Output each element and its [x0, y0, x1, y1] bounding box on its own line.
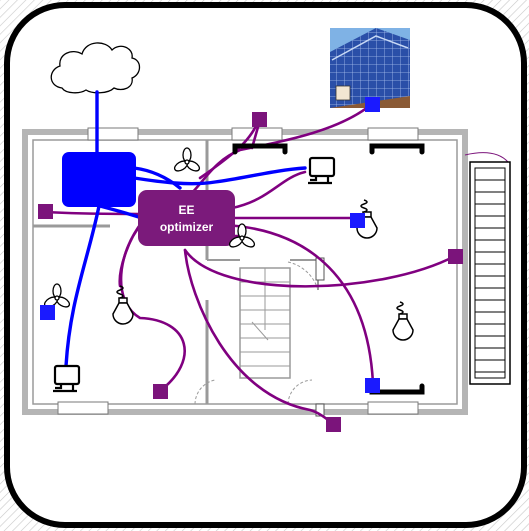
power-wiring: [43, 102, 457, 426]
power-node: [153, 384, 168, 399]
power-node: [252, 112, 267, 127]
optimizer-label-line2: optimizer: [160, 220, 214, 234]
cloud-icon: [50, 42, 141, 94]
network-hub-icon: [62, 152, 136, 207]
power-node: [326, 417, 341, 432]
radiator-icon: [369, 143, 425, 155]
optimizer-label-line1: EE: [178, 203, 194, 217]
network-node: [40, 305, 55, 320]
power-node: [38, 204, 53, 219]
network-node: [365, 97, 380, 112]
solar-panel-icon: [330, 28, 410, 108]
network-node: [365, 378, 380, 393]
radiator-icon: [232, 143, 288, 155]
ee-optimizer: EE optimizer: [138, 190, 235, 246]
power-node: [448, 249, 463, 264]
network-node: [350, 213, 365, 228]
exterior-stairs: [464, 152, 511, 385]
